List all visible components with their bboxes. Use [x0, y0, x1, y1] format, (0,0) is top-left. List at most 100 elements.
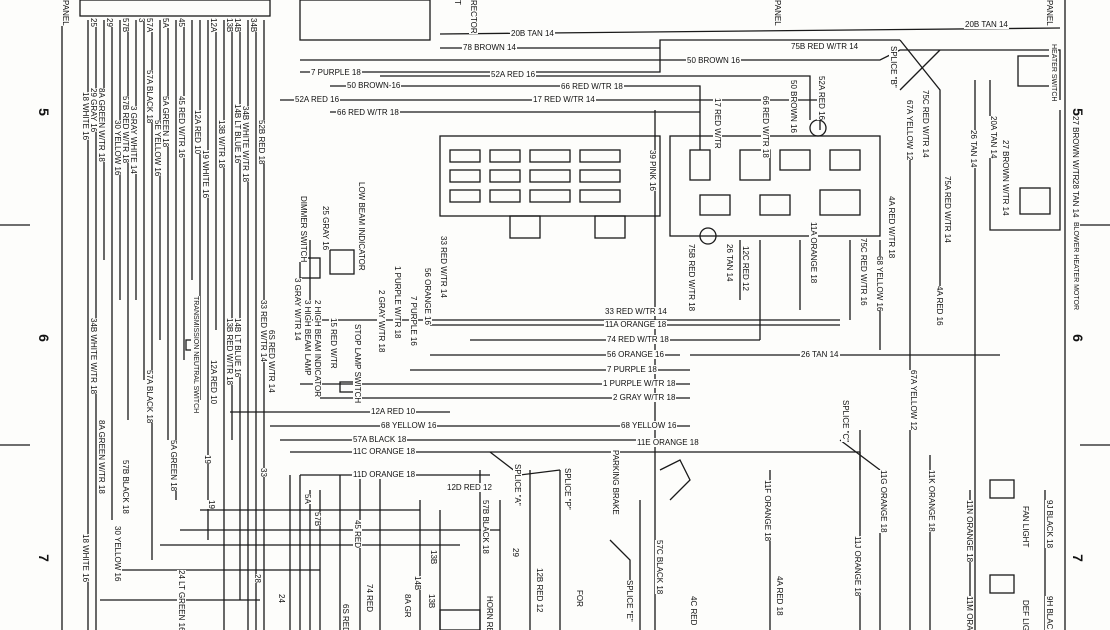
- switch-label: LOW BEAM INDICATOR: [357, 182, 366, 271]
- pin-label: 45: [177, 18, 186, 27]
- wire-label: 18 WHITE 16: [81, 534, 90, 583]
- zone-number-right-7: 7: [1069, 554, 1086, 562]
- edge-text: RECTOR: [469, 0, 478, 34]
- wire-label: 6S RED W/TR 14: [267, 330, 276, 393]
- wire-label: 52A RED 16: [817, 76, 826, 121]
- wire-label: 5E YELLOW 16: [153, 120, 162, 177]
- wire-label: 66 RED W/TR 18: [560, 82, 624, 91]
- legend-label: 9H BLACK: [1045, 596, 1054, 630]
- edge-text: PANEL: [773, 0, 782, 26]
- wire-label: 11K ORANGE 18: [927, 470, 936, 532]
- wire-label: 57A BLACK 18: [145, 70, 154, 124]
- wire-label: 8A GR: [403, 594, 412, 618]
- wire-label: 57C BLACK 18: [655, 540, 664, 595]
- wire-label: 12C RED 12: [741, 246, 750, 291]
- wire-label: 75C RED W/TR 14: [921, 90, 930, 158]
- splice-label: SPLICE "P": [563, 468, 572, 510]
- wire-label: 56 ORANGE 16: [423, 268, 432, 325]
- zone-number-right-5: 5: [1069, 108, 1086, 116]
- wire-label: 50 BROWN-16: [346, 81, 402, 90]
- wire-label: 2 GRAY W/TR 18: [612, 393, 677, 402]
- wire-label: 52A RED 16: [490, 70, 537, 79]
- wire-label: 50 BROWN 16: [686, 56, 741, 65]
- pin-label: 57A: [145, 18, 154, 33]
- switch-label: 15 RED W/TR: [329, 318, 338, 369]
- wire-label: 12A RED 10: [209, 360, 218, 405]
- legend-label: DEF LIGHT: [1021, 600, 1030, 630]
- pin-label: 34B: [249, 18, 258, 33]
- wire-label: 75C RED W/TR 16: [859, 238, 868, 306]
- pin-label: 12A: [209, 18, 218, 33]
- heater-label: HEATER SWITCH: [1049, 44, 1058, 102]
- wire-label: 19: [203, 455, 212, 464]
- wire-label: 57B: [313, 512, 322, 527]
- legend-label: 11M ORANGE 18: [965, 596, 974, 630]
- wire-label: 6S RED: [341, 604, 350, 630]
- zone-number-left-6: 6: [35, 334, 52, 342]
- wire-label: 28: [253, 574, 262, 583]
- wire-label: 12A RED 10: [370, 407, 417, 416]
- wire-label: 74 RED: [365, 584, 374, 613]
- splice-label: SPLICE "B": [889, 46, 898, 88]
- switch-label: 3 HIGH BEAM LAMP: [303, 300, 312, 376]
- wire-label: TRANSMISSION NEUTRAL SWITCH: [191, 296, 200, 414]
- wire-label: 17 RED W/TR 14: [532, 95, 596, 104]
- wire-label: 11G ORANGE 18: [879, 470, 888, 533]
- wire-label: 3 GRAY WHITE 14: [129, 106, 138, 174]
- pin-label: 29: [105, 18, 114, 27]
- splice-label: SPLICE "A": [513, 464, 522, 506]
- wire-label: 8A GREEN W/TR 18: [97, 420, 106, 494]
- wire-label: 45 RED: [353, 520, 362, 549]
- wire-label: 67A YELLOW 12: [909, 370, 918, 431]
- zone-number-left-7: 7: [35, 554, 52, 562]
- wire-label: 27 BROWN W/TR 14: [1001, 140, 1010, 216]
- pin-label: 3: [137, 18, 146, 23]
- wire-label: 57A BLACK 18: [352, 435, 408, 444]
- wire-label: 75A RED W/TR 14: [943, 176, 952, 243]
- legend-label: 9J BLACK 18: [1045, 500, 1054, 549]
- wire-label: 57B BLACK 18: [121, 460, 130, 514]
- wire-label: 11E ORANGE 18: [636, 438, 700, 447]
- wire-label: 5A GREEN 18: [169, 440, 178, 492]
- wire-label: 67A YELLOW 12: [905, 100, 914, 161]
- wire-label: 7 PURPLE 16: [409, 296, 418, 346]
- wire-label: 45 RED W/TR 16: [177, 96, 186, 158]
- wire-label: 52B RED 18: [257, 120, 266, 165]
- wire-label: 19 WHITE 16: [201, 150, 210, 199]
- wire-label: 17 RED W/TR: [713, 98, 722, 149]
- wire-label: 5A: [303, 494, 312, 504]
- pin-label: 5A: [161, 18, 170, 28]
- wire-label: 14B: [413, 576, 422, 591]
- wire-label: 78 BROWN 14: [462, 43, 517, 52]
- wire-label: 19: [207, 500, 216, 509]
- edge-text: PANEL: [1045, 0, 1054, 26]
- wire-label: 66 RED W/TR 18: [336, 108, 400, 117]
- splice-label: SPLICE "E": [625, 580, 634, 622]
- wire-label: 7 PURPLE 18: [310, 68, 362, 77]
- wire-label: 20A TAN 14: [989, 116, 998, 159]
- wire-label: 75B RED W/TR 14: [790, 42, 860, 51]
- component-label: FOR: [575, 590, 584, 607]
- wire-label: 12D RED 12: [446, 483, 493, 492]
- pin-label: 14B: [233, 18, 242, 33]
- wire-label: 74 RED W/TR 18: [606, 335, 670, 344]
- switch-label: 2 GRAY W/TR 18: [377, 290, 386, 353]
- pin-label: 57B: [121, 18, 130, 33]
- edge-text: T: [453, 0, 462, 5]
- wire-label: 4C RED: [689, 596, 698, 626]
- component-label: PARKING BRAKE: [611, 450, 620, 515]
- component-label: HORN RE: [485, 596, 494, 630]
- wire-label: 8A GREEN W/TR 18: [97, 88, 106, 162]
- switch-label: 25 GRAY 16: [321, 206, 330, 251]
- wire-label: 13B: [427, 594, 436, 609]
- wire-label: 13B: [429, 550, 438, 565]
- wire-label: 33 RED W/TR 14: [439, 236, 448, 298]
- wire-label: 24 LT GREEN 16: [177, 570, 186, 630]
- wire-label: 13B RED W/TR 18: [225, 318, 234, 386]
- wire-label: 11D ORANGE 18: [352, 470, 417, 479]
- wire-label: 4A RED 16: [935, 286, 944, 326]
- wire-label: 33 RED W/TR 14: [604, 307, 668, 316]
- heater-label: BLOWER HEATER MOTOR: [1071, 222, 1080, 311]
- wire-label: 66 RED W/TR 18: [761, 96, 770, 158]
